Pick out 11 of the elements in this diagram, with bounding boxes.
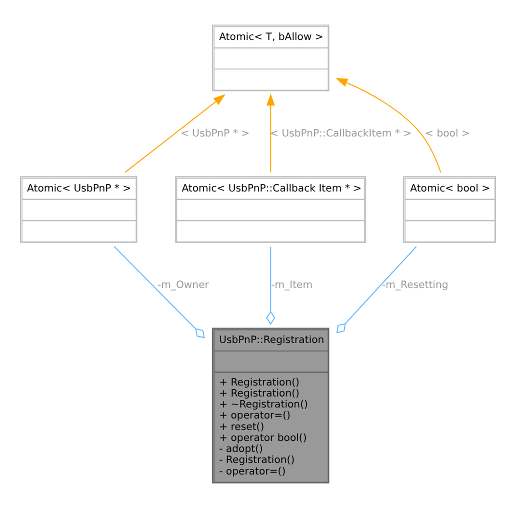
edge-label: -m_Item [271, 279, 313, 290]
edge-label: -m_Owner [157, 279, 209, 290]
arrow [266, 93, 275, 172]
edge-label: -m_Resetting [382, 279, 448, 290]
connector [114, 246, 205, 338]
connector [266, 246, 276, 324]
edge-label: < bool > [425, 128, 470, 139]
edge-label: < UsbPnP * > [180, 128, 250, 139]
arrow [335, 78, 442, 172]
arrow [124, 94, 226, 172]
connector [336, 246, 417, 333]
